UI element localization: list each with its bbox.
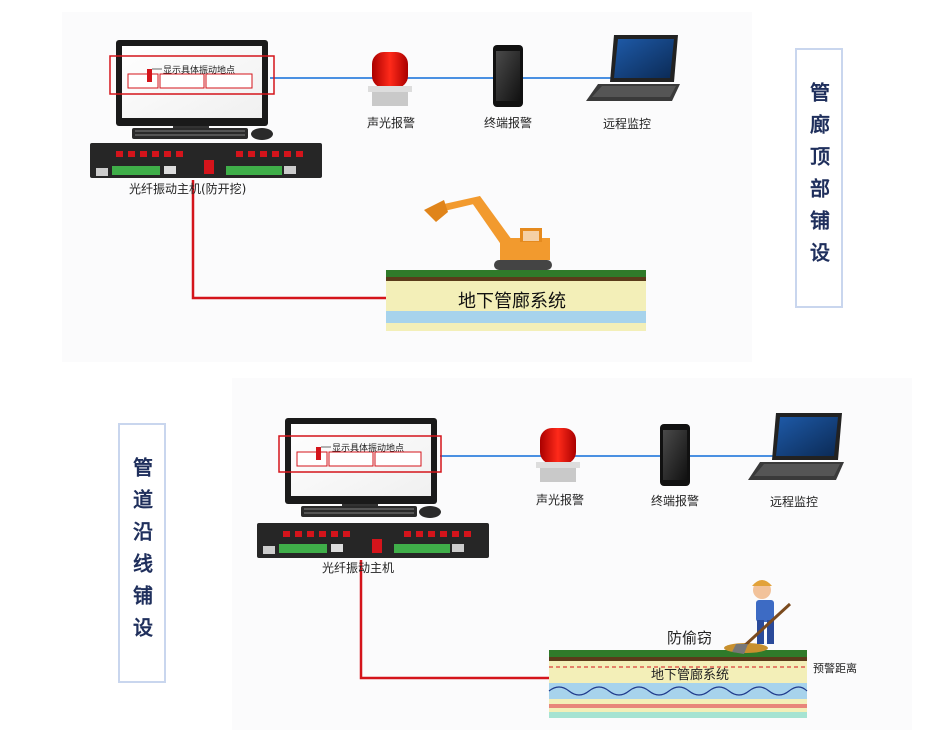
screen-zone [328,451,374,467]
phone-icon [493,45,523,107]
screen-zone [159,73,205,89]
screen-zone [127,73,159,89]
device-label-terminal: 终端报警 [484,116,533,130]
laptop-icon [748,413,844,480]
screen-caption: 显示具体振动地点 [163,66,236,76]
device-label-terminal: 终端报警 [651,494,700,508]
digger-person-icon [724,580,792,654]
ground-layers [548,650,808,718]
host-unit-icon [257,523,489,558]
device-label-beacon: 声光报警 [367,116,416,130]
laptop-icon [586,35,680,101]
keyboard-icon [301,506,417,517]
phone-icon [660,424,690,486]
side-title-bottom: 管道沿线铺设 [118,423,166,683]
screen-zone [205,73,253,89]
fiber-line [359,560,549,680]
host-label: 光纤振动主机 [322,561,395,575]
screen-highlight-box [278,435,442,473]
screen-zone [296,451,328,467]
monitor-icon [116,40,268,138]
host-unit-icon [90,143,322,178]
ground-label: 地下管廊系统 [651,668,730,683]
alarm-marker [147,69,152,82]
host-label: 光纤振动主机(防开挖) [129,182,247,196]
mouse-icon [419,506,441,518]
screen-zone [374,451,422,467]
screen-caption: 显示具体振动地点 [332,444,405,454]
device-label-remote: 远程监控 [603,117,652,131]
mouse-icon [251,128,273,140]
beacon-icon [536,428,580,482]
ground-label: 地下管廊系统 [458,291,566,312]
beacon-icon [368,52,412,106]
monitor-icon [285,418,437,516]
screen-highlight-box [109,55,275,95]
side-title-top: 管廊顶部铺设 [795,48,843,308]
ground-layers [386,270,646,331]
device-label-remote: 远程监控 [770,495,819,509]
keyboard-icon [132,128,248,139]
fiber-line [191,180,386,300]
warning-distance-label: 预警距离 [813,662,857,675]
alarm-marker [316,447,321,460]
excavator-icon [424,196,552,270]
theft-label: 防偷窃 [667,629,713,647]
device-label-beacon: 声光报警 [536,493,585,507]
